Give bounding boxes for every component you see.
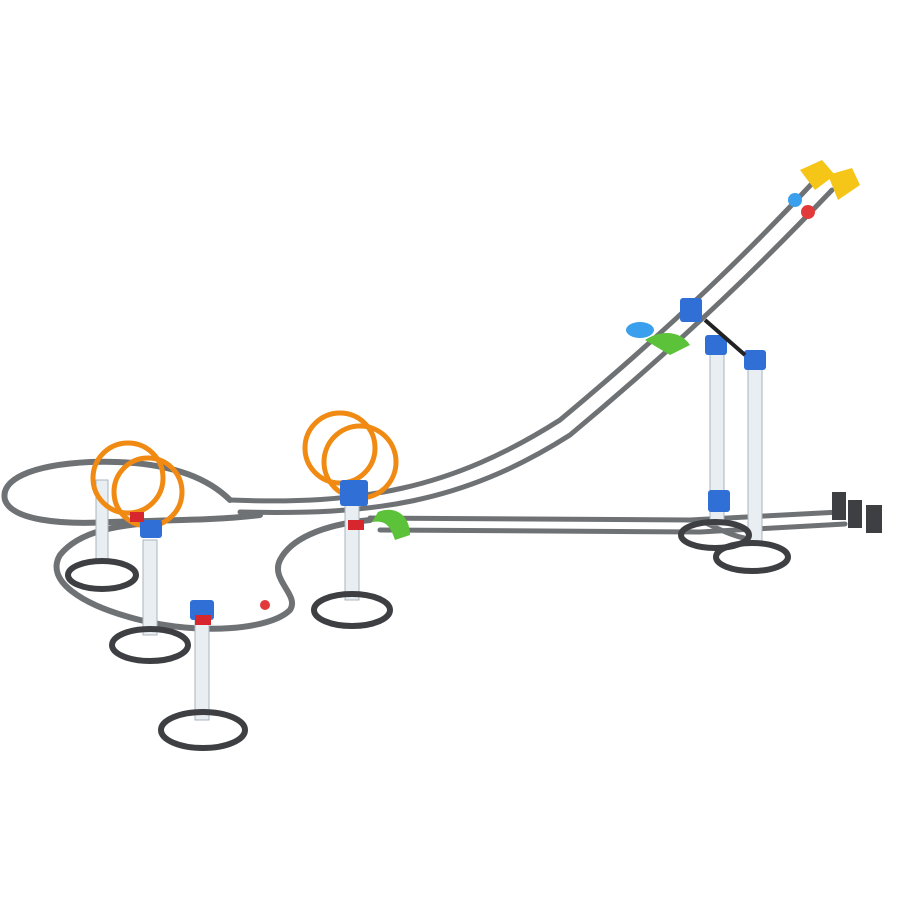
loop-center-1 <box>302 410 378 486</box>
buffer-block-2 <box>848 500 862 528</box>
stand-base-far-left <box>65 558 139 592</box>
stand-base-center <box>311 591 393 629</box>
connector-6 <box>680 298 702 322</box>
stand-base-right-a <box>678 519 752 551</box>
lower-s-curve-track <box>53 517 373 632</box>
connector-3 <box>340 480 368 506</box>
bottom-straight-rail <box>367 509 843 523</box>
brace <box>703 318 747 357</box>
loop-left-2 <box>111 455 185 529</box>
end-buffer <box>832 492 882 533</box>
balls <box>260 193 815 610</box>
main-descent-rail <box>227 172 823 504</box>
black-brace-line <box>703 318 747 357</box>
car-2 <box>828 168 860 200</box>
ball-blue-2 <box>626 322 654 338</box>
ball-red-1 <box>801 205 815 219</box>
stand-base-mid-left <box>109 626 191 664</box>
pillar-front-left <box>194 619 210 721</box>
red-connectors <box>130 512 364 625</box>
connector-5 <box>744 350 766 370</box>
connector-4 <box>705 335 727 355</box>
loop-left-1 <box>90 440 166 516</box>
stand-base-right-b <box>713 540 791 574</box>
green-chute <box>372 509 410 540</box>
pillar-center <box>344 499 360 601</box>
connector-7 <box>708 490 730 512</box>
red-piece-3 <box>130 512 144 522</box>
red-piece-2 <box>348 520 364 530</box>
buffer-block-3 <box>866 505 882 533</box>
green-pieces <box>372 333 690 540</box>
red-piece-1 <box>195 615 211 625</box>
left-oval-track <box>1 458 263 526</box>
stand-base-front-left <box>158 709 248 751</box>
ball-blue-1 <box>788 193 802 207</box>
pillar-right-b <box>747 359 763 546</box>
bottom-straight-rail-2 <box>377 521 848 535</box>
ball-red-2 <box>260 600 270 610</box>
buffer-block-1 <box>832 492 846 520</box>
stand-bases <box>65 519 791 751</box>
pillar-mid-left <box>142 539 158 636</box>
car-1 <box>800 160 835 190</box>
green-ramp <box>645 333 690 355</box>
cars <box>800 160 860 200</box>
connector-1 <box>140 520 162 538</box>
